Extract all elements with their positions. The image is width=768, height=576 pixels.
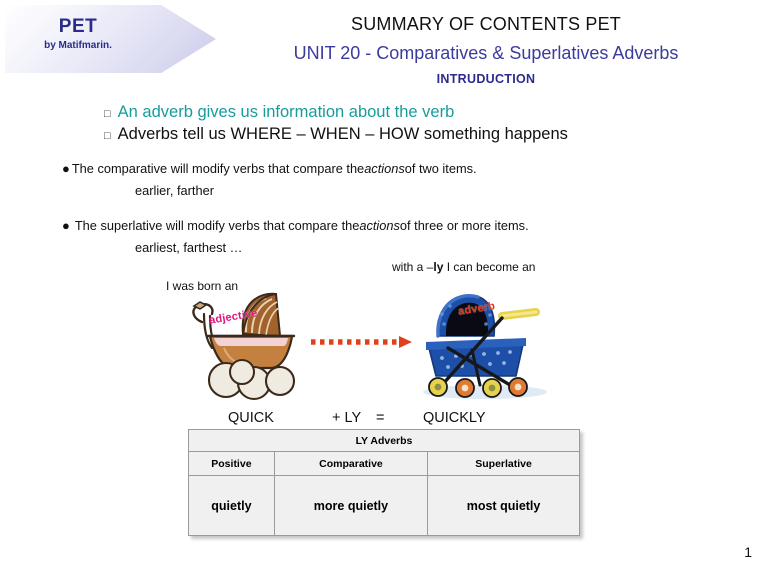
caption-adverb-transform: with a –ly I can become an [392,260,535,274]
comparative-sentence: ● The comparative will modify verbs that… [62,161,712,176]
equation-word: QUICK [228,410,274,426]
list-item-label: An adverb gives us information about the… [117,103,455,121]
table-cell-comparative: more quietly [273,475,429,536]
superlative-examples: earliest, farthest … [135,240,243,255]
table-cell-superlative: most quietly [427,475,580,536]
transform-arrow-icon [311,336,412,348]
table-title: LY Adverbs [188,429,580,452]
comparative-examples: earlier, farther [135,183,214,198]
table-header-comparative: Comparative [273,451,429,476]
superlative-emphasis: actions [359,218,400,233]
equation-row: QUICK + LY = QUICKLY [190,410,550,430]
pram-illustration: adjective adverb [180,288,550,408]
equation-operator: + LY [332,410,362,426]
superlative-lead: The superlative will modify verbs that c… [74,218,360,233]
comparative-block: ● The comparative will modify verbs that… [62,161,712,198]
pram-illustration-svg [192,292,547,401]
list-item: □ Adverbs tell us WHERE – WHEN – HOW som… [104,125,704,144]
table-row: quietly more quietly most quietly [188,475,580,536]
table-header-row: Positive Comparative Superlative [188,451,580,476]
page-title: SUMMARY OF CONTENTS PET [351,14,621,34]
page-subtitle: UNIT 20 - Comparatives & Superlatives Ad… [293,43,679,63]
square-bullet-list: □ An adverb gives us information about t… [104,103,704,147]
comparative-emphasis: actions [364,161,405,176]
modern-pram-graphic [423,294,547,399]
comparative-lead: The comparative will modify verbs that c… [71,161,365,176]
square-bullet-icon: □ [104,108,111,120]
comparative-tail: of two items. [404,161,477,176]
page-number: 1 [744,544,752,560]
caption-ly-pre: with a – [392,260,434,274]
pet-banner-title: PET [58,16,98,37]
equation-result: QUICKLY [423,410,486,426]
section-label: INTRUDUCTION [436,72,536,86]
caption-ly-post: I can become an [443,260,536,274]
round-bullet-icon: ● [62,161,70,176]
table-title-row: LY Adverbs [188,429,580,452]
round-bullet-icon: ● [62,218,70,233]
superlative-block: ● The superlative will modify verbs that… [62,218,712,255]
caption-ly-bold: ly [433,260,444,274]
table-header-superlative: Superlative [427,451,580,476]
list-item: □ An adverb gives us information about t… [104,103,704,122]
pet-banner-text: PET by Matifmarin. [0,0,156,68]
table-cell-positive: quietly [188,475,275,536]
table-header-positive: Positive [188,451,275,476]
pet-banner-subtitle: by Matifmarin. [44,40,112,51]
list-item-label: Adverbs tell us WHERE – WHEN – HOW somet… [117,125,568,143]
ly-adverbs-table: LY Adverbs Positive Comparative Superlat… [188,429,580,536]
superlative-tail: of three or more items. [399,218,529,233]
caption-adjective-origin: I was born an [166,279,239,293]
superlative-sentence: ● The superlative will modify verbs that… [62,218,712,233]
classic-pram-graphic [192,292,296,401]
equation-equals: = [376,410,385,426]
square-bullet-icon: □ [104,130,111,142]
